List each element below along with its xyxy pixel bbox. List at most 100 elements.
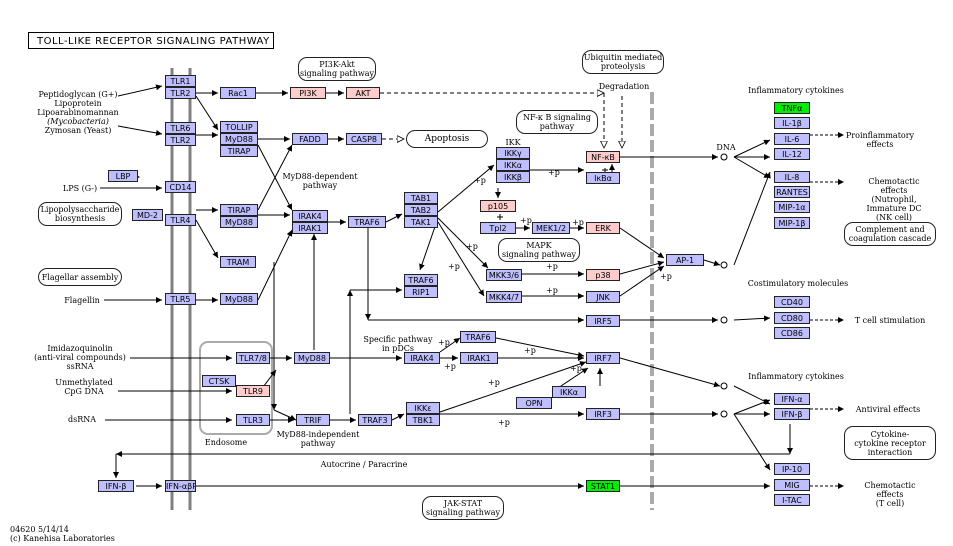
- gene-myd88-d[interactable]: MyD88: [294, 352, 330, 364]
- gene-nfkb[interactable]: NF-κB: [586, 151, 620, 163]
- ligand-ssrna: ssRNA: [66, 362, 94, 371]
- gene-tollip[interactable]: TOLLIP: [220, 121, 258, 133]
- label-tcell-stim: T cell stimulation: [854, 316, 926, 325]
- gene-ikba[interactable]: IκBα: [586, 172, 620, 184]
- gene-tlr78[interactable]: TLR7/8: [236, 352, 270, 364]
- gene-tab1[interactable]: TAB1: [404, 192, 438, 204]
- map-ubiquitin[interactable]: Ubiquitin mediated proteolysis: [582, 50, 664, 74]
- gene-lbp[interactable]: LBP: [108, 170, 138, 182]
- plus-p: +p: [498, 418, 510, 427]
- gene-il12[interactable]: IL-12: [774, 148, 810, 160]
- map-lps-biosynthesis[interactable]: Lipopolysaccharide biosynthesis: [38, 202, 122, 226]
- ligand-lipoprotein: Lipoprotein: [54, 99, 102, 108]
- gene-mip1b[interactable]: MIP-1β: [774, 217, 810, 229]
- gene-itac[interactable]: I-TAC: [774, 494, 810, 506]
- gene-mkk36[interactable]: MKK3/6: [486, 269, 522, 281]
- map-jak-stat[interactable]: JAK-STAT signaling pathway: [422, 496, 504, 520]
- gene-mig[interactable]: MIG: [774, 479, 810, 491]
- gene-p38[interactable]: p38: [586, 269, 620, 281]
- gene-jnk[interactable]: JNK: [586, 291, 620, 303]
- gene-mip1a[interactable]: MIP-1α: [774, 201, 810, 213]
- gene-cd14[interactable]: CD14: [165, 181, 196, 193]
- gene-tpl2[interactable]: Tpl2: [480, 222, 516, 234]
- gene-irf3[interactable]: IRF3: [586, 408, 620, 420]
- gene-casp8[interactable]: CASP8: [346, 133, 382, 145]
- gene-traf3[interactable]: TRAF3: [358, 414, 392, 426]
- gene-ip10[interactable]: IP-10: [774, 463, 810, 475]
- gene-tak1[interactable]: TAK1: [404, 216, 438, 228]
- gene-mkk47[interactable]: MKK4/7: [486, 291, 522, 303]
- gene-tlr9[interactable]: TLR9: [236, 385, 270, 397]
- gene-mek12[interactable]: MEK1/2: [532, 222, 570, 234]
- gene-tirap-b[interactable]: TIRAP: [220, 204, 258, 216]
- map-apoptosis[interactable]: Apoptosis: [406, 130, 488, 148]
- gene-tbk1[interactable]: TBK1: [406, 414, 440, 426]
- gene-tlr2-b[interactable]: TLR2: [165, 134, 196, 146]
- gene-stat1[interactable]: STAT1: [586, 480, 620, 492]
- gene-irak4[interactable]: IRAK4: [292, 210, 328, 222]
- gene-tlr5[interactable]: TLR5: [165, 293, 196, 305]
- gene-ap1[interactable]: AP-1: [666, 254, 704, 266]
- gene-irak1[interactable]: IRAK1: [292, 222, 328, 234]
- gene-il8[interactable]: IL-8: [774, 171, 810, 183]
- gene-pi3k[interactable]: PI3K: [290, 87, 326, 99]
- gene-ifna[interactable]: IFN-α: [774, 393, 810, 405]
- map-nfkb[interactable]: NF-κ B signaling pathway: [516, 110, 598, 134]
- label-costimulatory: Costimulatory molecules: [747, 279, 849, 288]
- ligand-flagellin: Flagellin: [64, 296, 100, 305]
- gene-ifnb-left[interactable]: IFN-β: [98, 480, 134, 492]
- gene-tab2[interactable]: TAB2: [404, 204, 438, 216]
- gene-traf6-b[interactable]: TRAF6: [404, 274, 438, 286]
- gene-ctsk[interactable]: CTSK: [202, 375, 236, 387]
- map-flagellar[interactable]: Flagellar assembly: [38, 268, 122, 286]
- gene-tlr2[interactable]: TLR2: [165, 87, 196, 99]
- gene-traf6-c[interactable]: TRAF6: [460, 331, 496, 343]
- gene-ikke[interactable]: IKKε: [406, 402, 440, 414]
- gene-ifnabr[interactable]: IFN-αβR: [165, 480, 196, 492]
- gene-rantes[interactable]: RANTES: [774, 186, 810, 198]
- map-complement[interactable]: Complement and coagulation cascade: [844, 222, 936, 246]
- gene-p105[interactable]: p105: [480, 200, 516, 212]
- gene-ifnb[interactable]: IFN-β: [774, 408, 810, 420]
- gene-cd80[interactable]: CD80: [774, 312, 810, 324]
- gene-irf7[interactable]: IRF7: [586, 352, 620, 364]
- gene-rip1[interactable]: RIP1: [404, 286, 438, 298]
- footer-copyright: (c) Kanehisa Laboratories: [10, 534, 115, 543]
- gene-il1b[interactable]: IL-1β: [774, 117, 810, 129]
- gene-erk[interactable]: ERK: [586, 222, 620, 234]
- gene-cd40[interactable]: CD40: [774, 296, 810, 308]
- gene-traf6[interactable]: TRAF6: [348, 216, 386, 228]
- gene-trif[interactable]: TRIF: [296, 414, 330, 426]
- gene-tirap[interactable]: TIRAP: [220, 145, 258, 157]
- gene-ikkb[interactable]: IKKβ: [496, 171, 530, 183]
- plus-p: +p: [524, 346, 536, 355]
- map-mapk[interactable]: MAPK signaling pathway: [498, 238, 580, 262]
- gene-ikka[interactable]: IKKα: [496, 159, 530, 171]
- gene-ikka-b[interactable]: IKKα: [552, 386, 586, 398]
- gene-cd86[interactable]: CD86: [774, 327, 810, 339]
- gene-tlr3[interactable]: TLR3: [236, 414, 270, 426]
- gene-myd88[interactable]: MyD88: [220, 133, 258, 145]
- gene-opn[interactable]: OPN: [516, 397, 552, 409]
- gene-irf5[interactable]: IRF5: [586, 315, 620, 327]
- gene-tlr1[interactable]: TLR1: [165, 75, 196, 87]
- gene-tram[interactable]: TRAM: [220, 256, 256, 268]
- gene-akt[interactable]: AKT: [346, 87, 380, 99]
- label-pdc: Specific pathway in pDCs: [363, 335, 433, 353]
- gene-md2[interactable]: MD-2: [132, 209, 163, 221]
- label-ikk: IKK: [505, 138, 521, 147]
- gene-myd88-c[interactable]: MyD88: [220, 293, 258, 305]
- gene-irak1-b[interactable]: IRAK1: [460, 352, 498, 364]
- gene-tlr4[interactable]: TLR4: [165, 214, 196, 226]
- gene-fadd[interactable]: FADD: [292, 133, 328, 145]
- gene-irak4-b[interactable]: IRAK4: [404, 352, 440, 364]
- map-cytokine-receptor[interactable]: Cytokine- cytokine receptor interaction: [844, 426, 936, 460]
- gene-rac1[interactable]: Rac1: [220, 87, 256, 99]
- gene-il6[interactable]: IL-6: [774, 133, 810, 145]
- gene-ikkg[interactable]: IKKγ: [496, 147, 530, 159]
- gene-tlr6[interactable]: TLR6: [165, 122, 196, 134]
- map-pi3k-akt[interactable]: PI3K-Akt signaling pathway: [298, 57, 376, 81]
- gene-myd88-b[interactable]: MyD88: [220, 216, 258, 228]
- gene-tnfa[interactable]: TNFα: [774, 102, 810, 114]
